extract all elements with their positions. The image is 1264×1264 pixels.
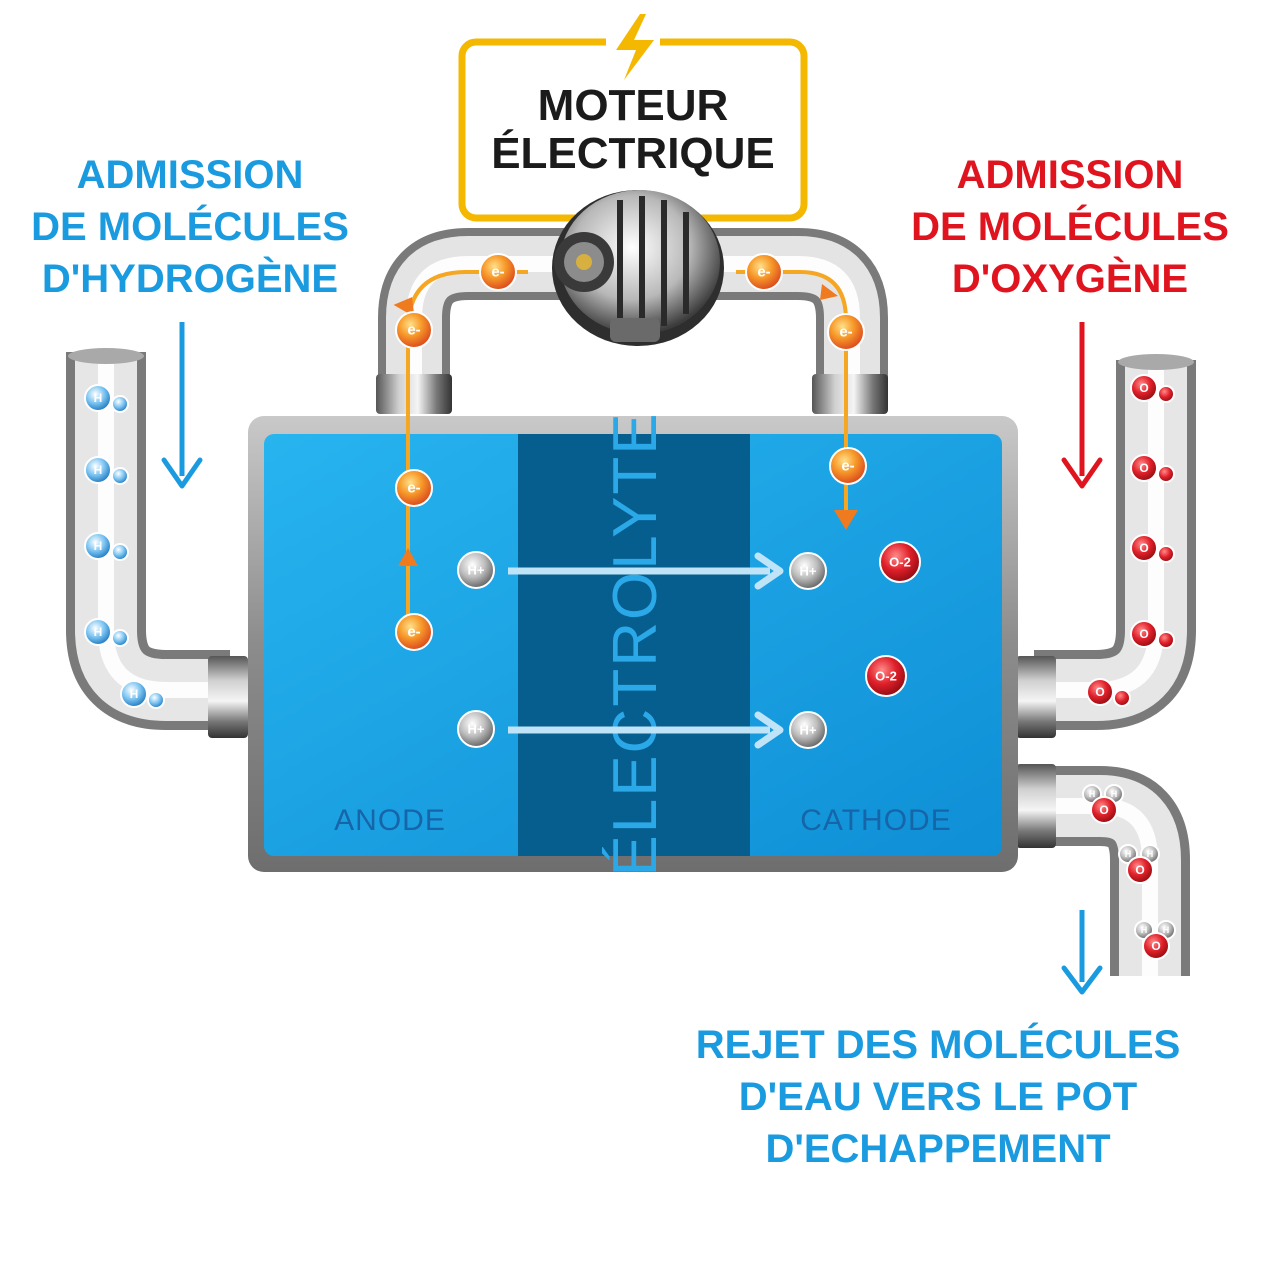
water-exhaust-label: REJET DES MOLÉCULES D'EAU VERS LE POT D'… <box>696 1022 1181 1171</box>
oxygen-flow-arrow <box>1061 322 1103 489</box>
electrolyte-label: ÉLECTROLYTE <box>601 411 670 876</box>
svg-text:REJET DES MOLÉCULES: REJET DES MOLÉCULES <box>696 1022 1181 1067</box>
svg-text:H: H <box>1147 849 1154 859</box>
svg-text:O: O <box>1099 803 1108 817</box>
svg-text:e-: e- <box>841 458 854 475</box>
oxygen-molecule: O <box>1086 678 1131 707</box>
electron-particle: e- <box>829 447 867 485</box>
svg-text:e-: e- <box>491 264 504 281</box>
svg-text:ADMISSION: ADMISSION <box>77 153 304 197</box>
electron-particle: e- <box>395 469 433 507</box>
hydrogen-flow-arrow <box>161 322 203 489</box>
svg-text:O-2: O-2 <box>875 669 897 684</box>
motor-box: MOTEUR ÉLECTRIQUE <box>458 14 808 222</box>
water-molecule: H HO <box>1118 844 1160 884</box>
svg-text:H: H <box>1125 849 1132 859</box>
oxygen-molecule: O <box>1130 374 1175 403</box>
proton-particle: H+ <box>457 710 495 748</box>
anode-label: ANODE <box>334 804 446 837</box>
water-flow-arrow <box>1061 910 1103 995</box>
electrolyte-zone <box>518 434 750 856</box>
fuel-cell-body: ANODE CATHODE ÉLECTROLYTE <box>248 411 1018 877</box>
svg-text:H+: H+ <box>800 723 817 738</box>
oxide-ion-particle: O-2 <box>865 655 907 697</box>
motor-title-line2: ÉLECTRIQUE <box>491 128 775 178</box>
proton-arrows <box>508 552 784 749</box>
svg-text:e-: e- <box>407 480 420 497</box>
oxide-ion-particle: O-2 <box>879 541 921 583</box>
water-molecule: H HO <box>1134 920 1176 960</box>
electron-particle: e- <box>395 613 433 651</box>
proton-particle: H+ <box>789 552 827 590</box>
svg-text:O: O <box>1151 939 1160 953</box>
svg-text:H: H <box>1141 925 1148 935</box>
pipe-joint-h2 <box>208 656 248 738</box>
svg-text:D'EAU VERS LE POT: D'EAU VERS LE POT <box>739 1075 1137 1119</box>
svg-text:H+: H+ <box>468 563 485 578</box>
hydrogen-molecule: H <box>84 384 129 413</box>
svg-text:O: O <box>1139 541 1148 555</box>
hydrogen-intake-label: ADMISSION DE MOLÉCULES D'HYDROGÈNE <box>31 153 349 301</box>
svg-text:H: H <box>130 687 139 701</box>
pipe-joint-right <box>812 374 888 414</box>
hydrogen-molecule: H <box>84 618 129 647</box>
pipe-joint-h2o <box>1016 764 1056 848</box>
svg-text:H: H <box>1089 789 1096 799</box>
oxygen-molecule: O <box>1130 454 1175 483</box>
svg-text:O-2: O-2 <box>889 555 911 570</box>
svg-text:D'HYDROGÈNE: D'HYDROGÈNE <box>42 256 338 301</box>
oxygen-molecule: O <box>1130 620 1175 649</box>
pipe-joint-o2 <box>1016 656 1056 738</box>
hydrogen-molecule: H <box>120 680 165 709</box>
svg-text:e-: e- <box>757 264 770 281</box>
lightning-bolt-icon <box>616 14 654 80</box>
svg-text:O: O <box>1135 863 1144 877</box>
electron-particle: e- <box>395 311 433 349</box>
svg-text:H: H <box>94 463 103 477</box>
svg-text:H+: H+ <box>468 722 485 737</box>
svg-text:DE MOLÉCULES: DE MOLÉCULES <box>911 204 1229 249</box>
svg-text:D'OXYGÈNE: D'OXYGÈNE <box>952 256 1188 301</box>
svg-text:O: O <box>1139 627 1148 641</box>
svg-text:H: H <box>94 625 103 639</box>
svg-text:H: H <box>94 391 103 405</box>
motor-title-line1: MOTEUR <box>538 81 729 130</box>
svg-text:H+: H+ <box>800 564 817 579</box>
oxygen-molecule: O <box>1130 534 1175 563</box>
svg-text:e-: e- <box>407 624 420 641</box>
svg-text:O: O <box>1139 461 1148 475</box>
svg-text:DE MOLÉCULES: DE MOLÉCULES <box>31 204 349 249</box>
svg-text:H: H <box>94 539 103 553</box>
proton-particle: H+ <box>457 551 495 589</box>
svg-text:O: O <box>1095 685 1104 699</box>
svg-text:ADMISSION: ADMISSION <box>957 153 1184 197</box>
svg-text:e-: e- <box>407 322 420 339</box>
oxygen-intake-label: ADMISSION DE MOLÉCULES D'OXYGÈNE <box>911 153 1229 301</box>
svg-text:H: H <box>1111 789 1118 799</box>
electron-particle: e- <box>745 253 783 291</box>
svg-text:O: O <box>1139 381 1148 395</box>
alternator-icon <box>552 190 724 346</box>
hydrogen-molecule: H <box>84 532 129 561</box>
water-molecule: H HO <box>1082 784 1124 824</box>
electron-particle: e- <box>479 253 517 291</box>
svg-text:H: H <box>1163 925 1170 935</box>
electron-particle: e- <box>827 313 865 351</box>
proton-particle: H+ <box>789 711 827 749</box>
svg-text:e-: e- <box>839 324 852 341</box>
svg-text:D'ECHAPPEMENT: D'ECHAPPEMENT <box>765 1127 1110 1171</box>
cathode-label: CATHODE <box>800 804 951 837</box>
pipe-joint-left <box>376 374 452 414</box>
hydrogen-molecule: H <box>84 456 129 485</box>
